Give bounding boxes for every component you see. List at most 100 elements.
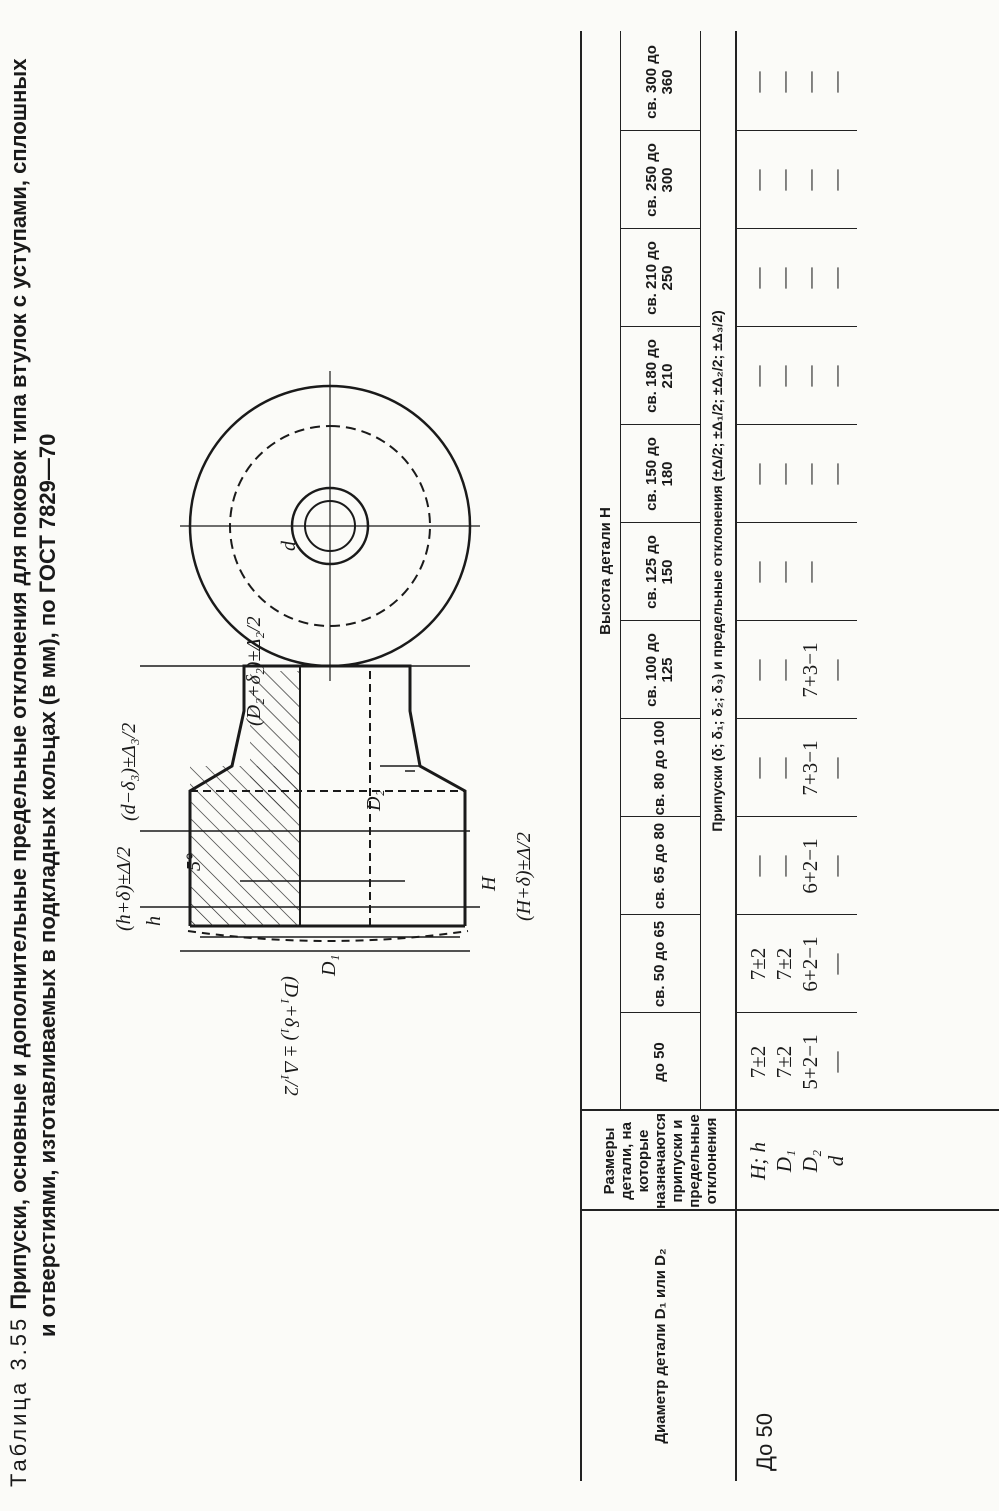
value-cell: 5+2−1 — [798, 1034, 822, 1090]
value-cell: — — [824, 757, 848, 779]
table-top-rule — [580, 31, 582, 1481]
value-cell: — — [746, 855, 770, 877]
value-cell: — — [772, 463, 796, 485]
label-d-inner: (d−δ₃)±Δ₃/2 — [118, 723, 140, 821]
body-divider — [737, 718, 857, 719]
body-divider — [737, 914, 857, 915]
height-range-9: св. 250 до 300 — [643, 143, 676, 217]
range-divider — [620, 718, 700, 719]
value-cell: 7±2 — [772, 947, 796, 981]
value-cell: 7±2 — [772, 1045, 796, 1079]
value-cell: — — [798, 169, 822, 191]
value-cell: 6+2−1 — [798, 838, 822, 894]
value-cell: — — [798, 71, 822, 93]
body-divider — [737, 326, 857, 327]
value-cell: 7+3−1 — [798, 740, 822, 796]
value-cell: — — [772, 561, 796, 583]
value-column-4: ——7+3−1— — [745, 621, 905, 719]
range-divider — [620, 914, 700, 915]
value-column-3: ——7+3−1— — [745, 719, 905, 817]
value-column-10: ———— — [745, 33, 905, 131]
label-H-tol: (H+δ)±Δ/2 — [513, 832, 535, 921]
value-cell: — — [824, 267, 848, 289]
value-cell: — — [824, 169, 848, 191]
range-divider — [620, 228, 700, 229]
value-cell: — — [772, 365, 796, 387]
value-column-9: ———— — [745, 131, 905, 229]
value-cell: — — [746, 365, 770, 387]
range-divider — [620, 424, 700, 425]
value-cell: — — [746, 71, 770, 93]
value-cell: — — [772, 169, 796, 191]
label-h-small: h — [143, 916, 165, 926]
height-range-2: св. 65 до 80 — [651, 822, 668, 910]
plan-view — [180, 371, 480, 681]
value-cell: — — [824, 855, 848, 877]
label-H: H — [478, 875, 500, 892]
body-divider — [737, 130, 857, 131]
size-label: H; h — [746, 1142, 770, 1180]
header-subheader: Припуски (δ; δ₁; δ₂; δ₃) и предельные от… — [709, 310, 725, 832]
value-cell: — — [772, 757, 796, 779]
height-range-5: св. 125 до 150 — [643, 535, 676, 609]
height-range-6: св. 150 до 180 — [643, 437, 676, 511]
value-cell: — — [798, 463, 822, 485]
height-header-rule — [620, 31, 621, 1111]
range-divider — [620, 130, 700, 131]
value-cell: — — [746, 561, 770, 583]
value-cell: — — [746, 659, 770, 681]
range-divider — [620, 816, 700, 817]
value-cell: — — [746, 757, 770, 779]
value-cell: — — [772, 659, 796, 681]
header-sizes: Размеры детали, на которые назначаются п… — [600, 1113, 720, 1209]
height-range-0: до 50 — [651, 1042, 668, 1082]
section-view — [140, 664, 480, 952]
value-cell: — — [824, 71, 848, 93]
value-cell: — — [746, 169, 770, 191]
height-range-8: св. 210 до 250 — [643, 241, 676, 315]
value-cell: 7+3−1 — [798, 642, 822, 698]
row-diameter: До 50 — [752, 1413, 777, 1471]
body-divider — [737, 424, 857, 425]
value-cell: — — [746, 267, 770, 289]
body-divider — [737, 620, 857, 621]
value-cell: 6+2−1 — [798, 936, 822, 992]
height-range-7: св. 180 до 210 — [643, 339, 676, 413]
value-cell: — — [798, 365, 822, 387]
value-cell: 7±2 — [746, 1045, 770, 1079]
body-divider — [737, 1012, 857, 1013]
value-column-8: ———— — [745, 229, 905, 327]
value-cell: — — [824, 365, 848, 387]
label-d2: D₂ — [363, 790, 385, 812]
label-d1: D₁ — [318, 955, 340, 977]
body-divider — [737, 522, 857, 523]
height-range-3: св. 80 до 100 — [651, 720, 668, 816]
height-range-10: св. 300 до 360 — [643, 45, 676, 119]
col-divider-1 — [580, 1209, 999, 1211]
value-column-6: ———— — [745, 425, 905, 523]
range-divider — [620, 522, 700, 523]
size-label: D₁ — [772, 1149, 796, 1173]
size-label: D₂ — [798, 1149, 822, 1173]
header-diameter: Диаметр детали D₁ или D₂ — [651, 1248, 669, 1444]
value-cell: — — [746, 463, 770, 485]
body-divider — [737, 816, 857, 817]
height-range-4: св. 100 до 125 — [643, 633, 676, 707]
label-angle: 5° — [183, 853, 205, 871]
value-column-2: ——6+2−1— — [745, 817, 905, 915]
value-column-5: ——— — [745, 523, 905, 621]
label-top-left: (D₁+δ₁) ± Δ₁/2 — [280, 976, 302, 1096]
range-divider — [620, 620, 700, 621]
value-cell: 7±2 — [746, 947, 770, 981]
height-range-1: св. 50 до 65 — [651, 920, 668, 1008]
value-cell: — — [772, 855, 796, 877]
label-h-total: (h+δ)±Δ/2 — [113, 847, 135, 931]
range-divider — [620, 1012, 700, 1013]
value-cell: — — [772, 71, 796, 93]
value-cell: — — [798, 267, 822, 289]
